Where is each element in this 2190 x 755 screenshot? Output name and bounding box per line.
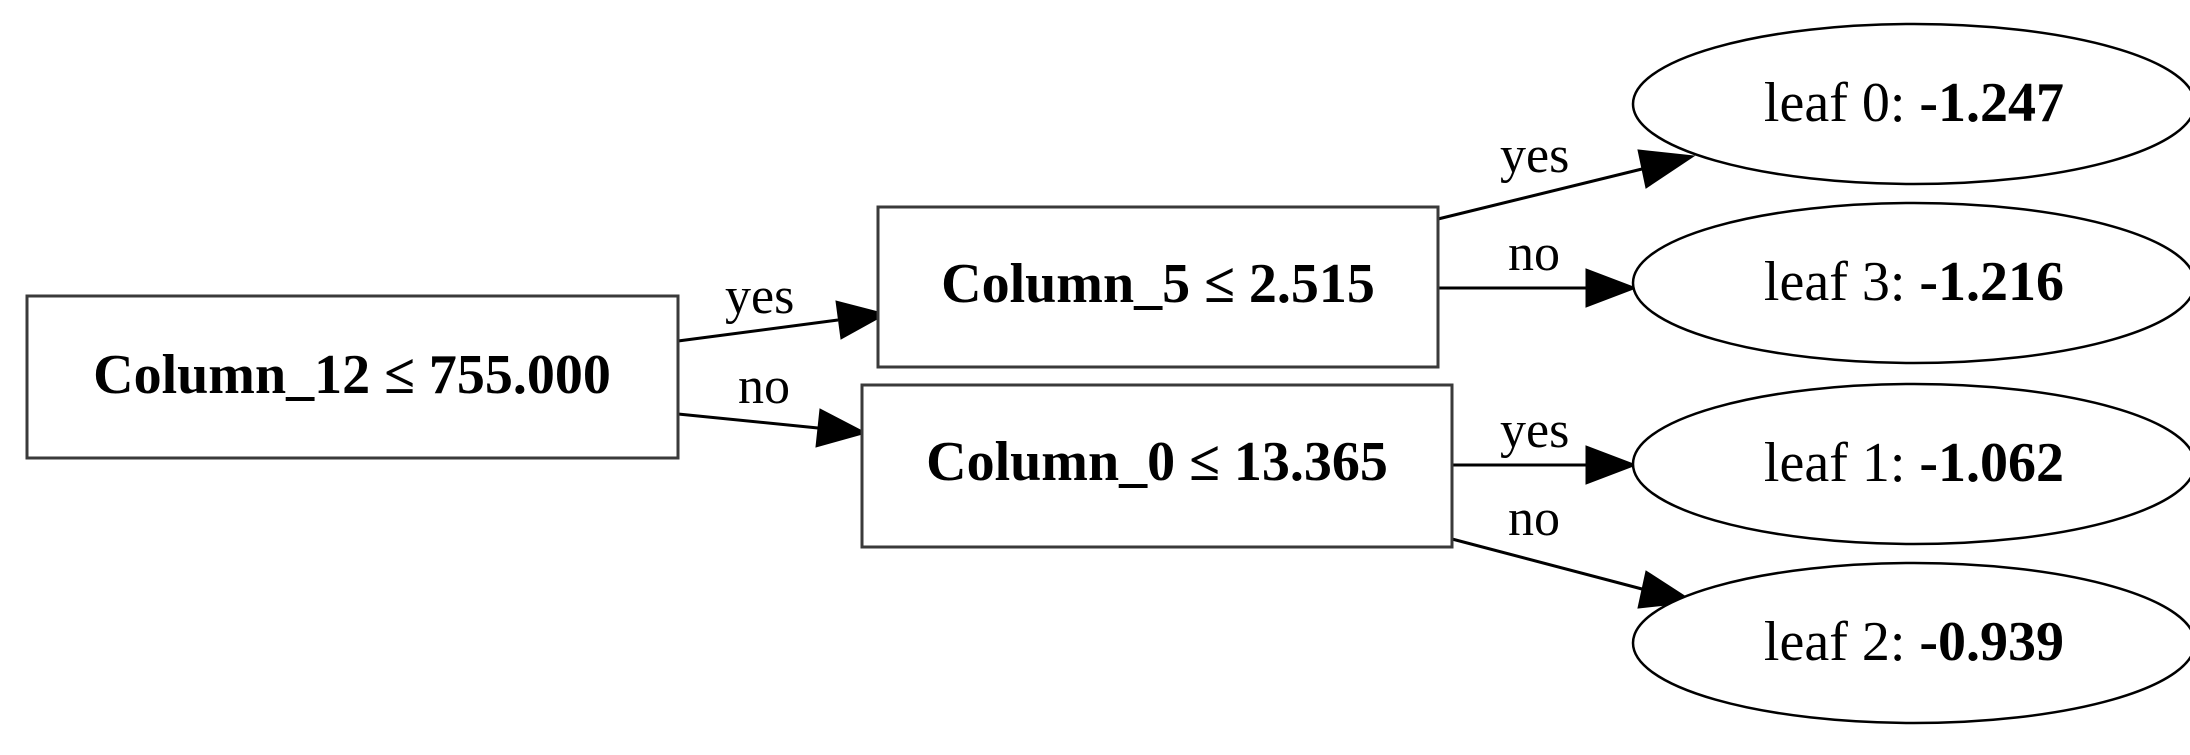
split-condition: Column_5 ≤ 2.515	[941, 253, 1375, 315]
edge-root-to-col0: no	[677, 358, 868, 448]
leaf-node-2: leaf 2: -0.939	[1631, 561, 2190, 725]
split-node-col0: Column_0 ≤ 13.365	[860, 383, 1454, 549]
leaf-node-1: leaf 1: -1.062	[1631, 382, 2190, 546]
split-node-col5: Column_5 ≤ 2.515	[876, 205, 1440, 369]
edge-label-no: no	[1508, 225, 1560, 282]
edge-label-yes: yes	[725, 268, 794, 325]
split-node-root: Column_12 ≤ 755.000	[25, 294, 680, 460]
split-condition: Column_12 ≤ 755.000	[93, 344, 611, 406]
leaf-text: leaf 1: -1.062	[1764, 432, 2064, 494]
edge-label-yes: yes	[1500, 127, 1569, 184]
edge-label-yes: yes	[1500, 402, 1569, 459]
edge-label-no: no	[738, 358, 790, 415]
leaf-text: leaf 3: -1.216	[1764, 251, 2064, 313]
leaf-node-0: leaf 0: -1.247	[1631, 22, 2190, 186]
edge-col0-to-leaf1: yes	[1452, 402, 1638, 485]
edge-root-to-col5: yes	[677, 268, 888, 343]
leaf-node-3: leaf 3: -1.216	[1631, 201, 2190, 365]
leaf-text: leaf 2: -0.939	[1764, 611, 2064, 673]
edge-col5-to-leaf3: no	[1438, 225, 1638, 308]
edge-col5-to-leaf0: yes	[1437, 127, 1696, 221]
edge-col0-to-leaf2: no	[1451, 490, 1696, 609]
leaf-text: leaf 0: -1.247	[1764, 72, 2064, 134]
split-condition: Column_0 ≤ 13.365	[926, 431, 1388, 493]
edge-label-no: no	[1508, 490, 1560, 547]
